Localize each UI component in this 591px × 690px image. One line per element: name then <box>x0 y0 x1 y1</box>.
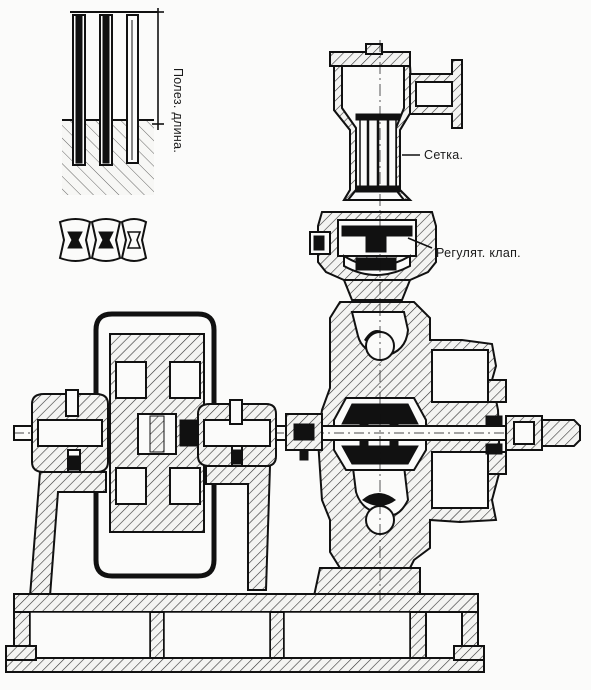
right-pedestal <box>205 465 272 591</box>
useful-length-label: Полез. длина. <box>171 68 185 153</box>
screen <box>355 113 401 193</box>
bearing-left-oil-cup <box>65 389 79 417</box>
rod-detail: Полез. длина. <box>58 8 185 262</box>
pump-pedestal <box>312 567 421 597</box>
screen-label: Сетка. <box>424 148 463 162</box>
bearing-right-oil-cup <box>229 399 243 425</box>
gear-drive <box>93 311 217 579</box>
bearing-right <box>197 399 277 469</box>
rod-cross-sections <box>58 218 148 262</box>
regulating-valve <box>341 225 413 237</box>
base-plate <box>5 593 485 673</box>
bearing-left <box>31 389 109 477</box>
intake-assembly: Сетка. Регулят. клап. <box>309 43 521 301</box>
base-plate-top <box>13 593 479 613</box>
valve-label: Регулят. клап. <box>436 246 521 260</box>
base-plate-foot <box>5 657 485 673</box>
shaft-end-nut <box>539 419 581 447</box>
discharge-chamber-upper <box>431 349 489 403</box>
discharge-chamber-lower <box>431 451 489 509</box>
